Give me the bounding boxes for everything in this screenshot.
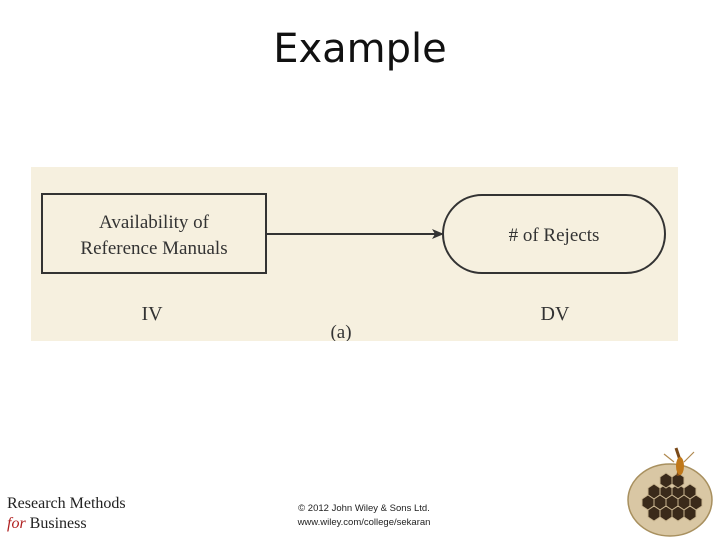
panel-caption: (a) [330,322,351,341]
diagram-canvas: Availability of Reference Manuals # of R… [41,193,666,341]
wasp-nest-icon [627,447,713,537]
book-title-line1: Research Methods [7,495,126,512]
copyright-text: © 2012 John Wiley & Sons Ltd. [298,503,430,514]
independent-variable-label-line1: Availability of [99,212,210,233]
dependent-variable-box [442,194,666,274]
book-title: Research Methods for Business [7,494,126,534]
dependent-variable-label: # of Rejects [509,225,600,246]
book-title-line2: for Business [7,514,126,534]
slide-title: Example [273,26,447,72]
variable-diagram: Availability of Reference Manuals # of R… [31,167,678,341]
independent-variable-box [41,193,267,274]
iv-label: IV [141,303,163,325]
book-title-business: Business [29,515,87,532]
dv-label: DV [541,303,570,325]
independent-variable-label-line2: Reference Manuals [80,238,227,259]
copyright-notice: © 2012 John Wiley & Sons Ltd. www.wiley.… [264,502,464,530]
book-title-for: for [7,515,26,532]
publisher-url: www.wiley.com/college/sekaran [297,517,431,528]
